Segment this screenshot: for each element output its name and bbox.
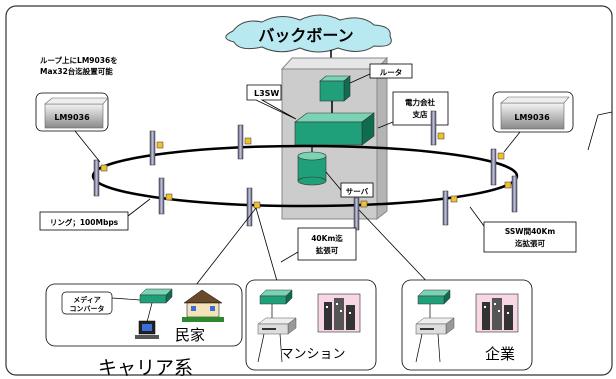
ring-label: リング；100Mbps: [50, 217, 119, 228]
ring-poles: [93, 110, 518, 231]
media-converter-line2: コンバータ: [70, 304, 105, 313]
lm9036-right-device: [492, 91, 574, 153]
server-cylinder: [297, 151, 327, 186]
server-label: サーバ: [346, 187, 369, 196]
l3sw-box: [294, 112, 375, 146]
mansion-switch: [259, 289, 293, 305]
mansion-hub: [257, 317, 297, 335]
lm9036-left-label: LM9036: [54, 113, 90, 122]
media-converter-callout: [61, 291, 113, 315]
drop-link-mansion: [255, 207, 280, 289]
router-label: ルータ: [380, 67, 403, 77]
extension-line2: 拡張可: [316, 245, 339, 255]
backbone-cloud: [225, 14, 392, 53]
router-box: [319, 75, 351, 102]
house-icon: [182, 289, 224, 322]
company-switch: [417, 289, 451, 305]
backbone-label: バックボーン: [258, 26, 353, 45]
loop-note-line1: ループ上にLM9036を: [40, 55, 118, 65]
extension-callout: [297, 227, 357, 261]
power-company-line2: 支店: [412, 109, 428, 119]
media-converter-switch: [139, 288, 173, 304]
power-company-callout: [392, 91, 449, 126]
drop-link-company: [358, 209, 435, 290]
company-hub: [415, 317, 455, 335]
media-converter-line1: メディア: [73, 295, 101, 304]
mansion-building-icon: [317, 293, 361, 333]
lm9036-right-label: LM9036: [514, 113, 550, 122]
extension-line1: 40Km迄: [311, 233, 343, 243]
company-building-icon: [475, 293, 519, 333]
ssw-distance-line2: 迄拡張可: [515, 238, 545, 248]
pc-icon: [135, 320, 159, 339]
edge-callout: [587, 111, 613, 151]
router-callout: [369, 63, 413, 79]
company-label: 企業: [485, 345, 515, 363]
ssw-distance-line1: SSW間40Km: [505, 227, 555, 236]
mansion-label: マンション: [280, 347, 345, 362]
house-label: 民家: [175, 326, 205, 344]
lm9036-left-device: [35, 92, 109, 163]
ssw-distance-callout: [483, 221, 577, 253]
drop-link-house: [195, 207, 257, 286]
l3sw-callout: [246, 84, 297, 120]
power-company-line1: 電力会社: [405, 97, 435, 107]
l3sw-label: L3SW: [254, 89, 279, 98]
loop-note-line2: Max32台迄設置可能: [40, 66, 113, 76]
carrier-label: キャリア系: [98, 357, 193, 379]
ring-callout: [39, 211, 129, 231]
